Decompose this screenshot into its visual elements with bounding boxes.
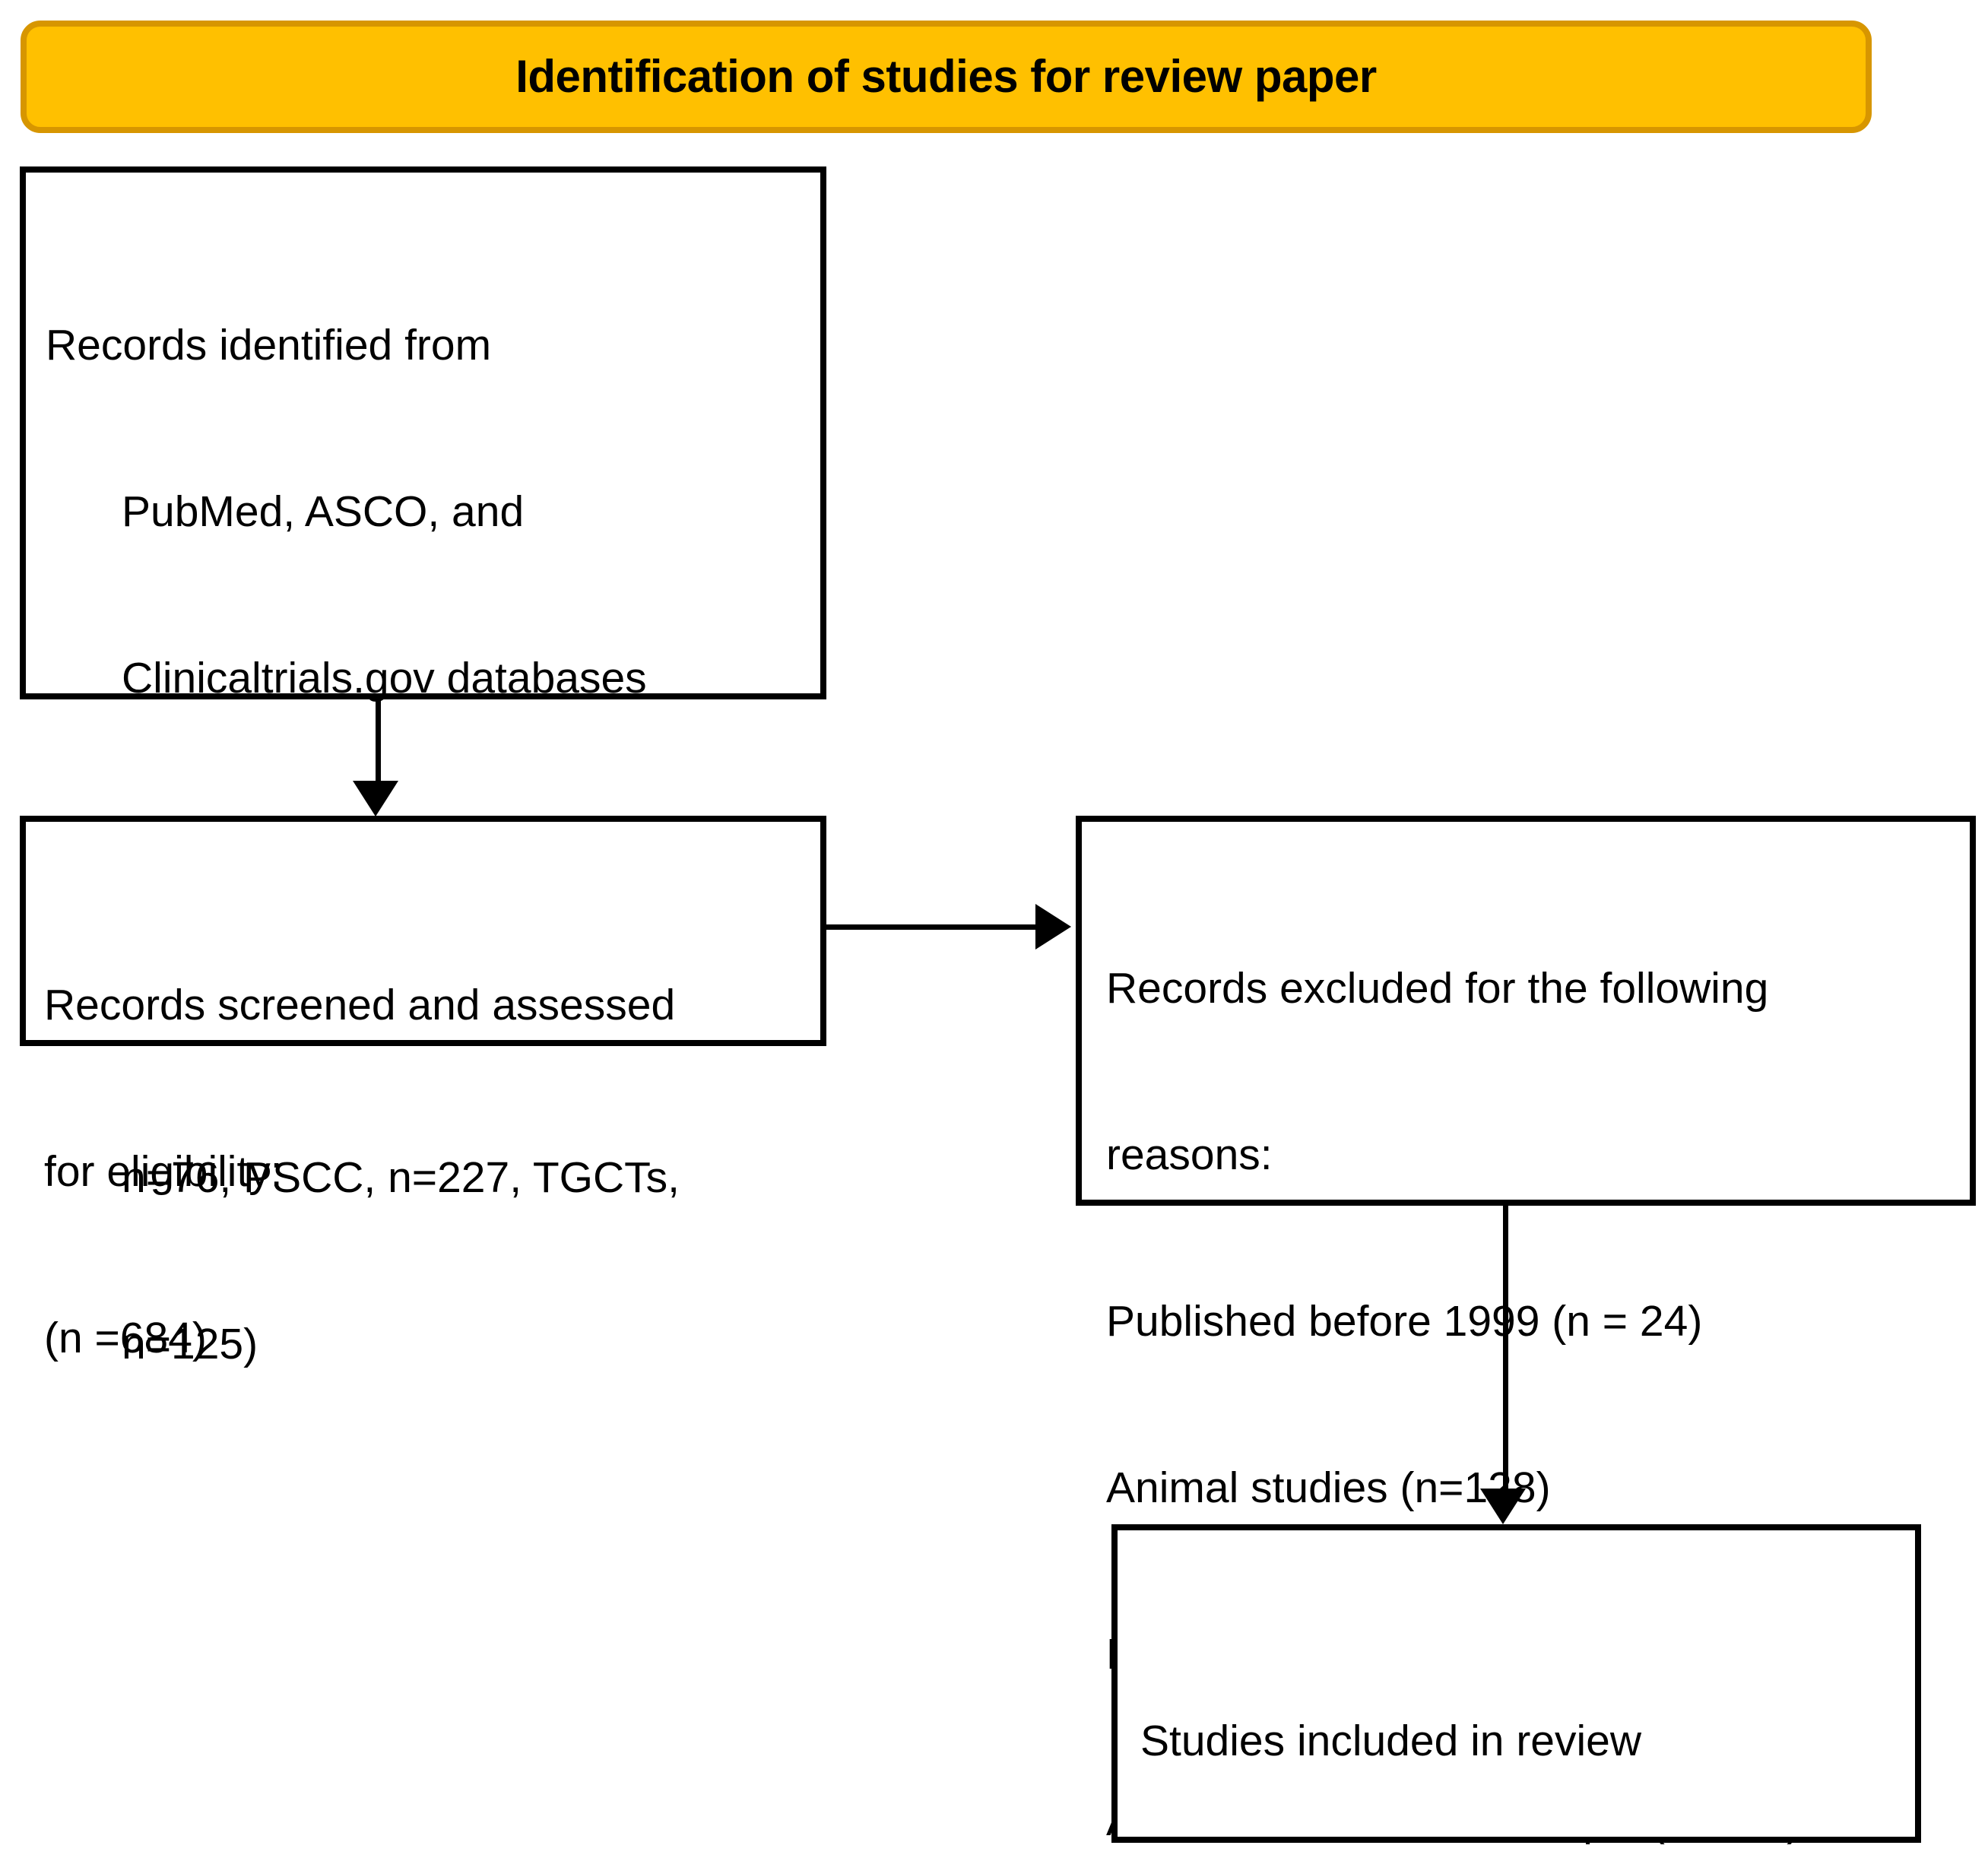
line-4: Animal studies (n=128) <box>1106 1463 1551 1512</box>
banner-title: Identification of studies for review pap… <box>515 51 1377 102</box>
line-1: Records screened and assessed <box>44 981 676 1029</box>
arrow-identified-to-screened-head-icon <box>353 781 398 816</box>
box-records-identified <box>20 166 826 699</box>
arrow-excluded-to-included-head-icon <box>1480 1489 1526 1524</box>
line-1: Records identified from <box>46 321 492 369</box>
line-3: (n =684) <box>44 1314 207 1362</box>
box-studies-included-text: Studies included in review (n =169) <box>1140 1603 1641 1858</box>
arrow-screened-to-excluded-head-icon <box>1035 904 1071 950</box>
line-2: PubMed, ASCO, and <box>122 487 525 536</box>
arrow-identified-to-screened-line <box>376 696 381 786</box>
line-3: Clinicaltrials.gov databases <box>122 654 647 702</box>
line-6: n=76, PSCC, n=227, TGCTs, <box>122 1153 680 1202</box>
line-7: n=125) <box>122 1320 258 1368</box>
line-1: Records excluded for the following <box>1106 964 1769 1013</box>
line-2: for eligibility: <box>44 1147 283 1196</box>
box-records-screened <box>20 816 826 1046</box>
box-records-screened-text: Records screened and assessed for eligib… <box>44 867 675 1477</box>
box-records-excluded <box>1076 816 1976 1206</box>
line-1: Studies included in review <box>1140 1717 1642 1765</box>
arrow-screened-to-excluded-line <box>825 924 1038 930</box>
diagram-banner: Identification of studies for review pap… <box>21 21 1872 133</box>
line-2: reasons: <box>1106 1130 1273 1179</box>
box-studies-included <box>1111 1524 1921 1843</box>
line-3: Published before 1999 (n = 24) <box>1106 1297 1703 1346</box>
arrow-excluded-to-included-line <box>1503 1203 1508 1494</box>
